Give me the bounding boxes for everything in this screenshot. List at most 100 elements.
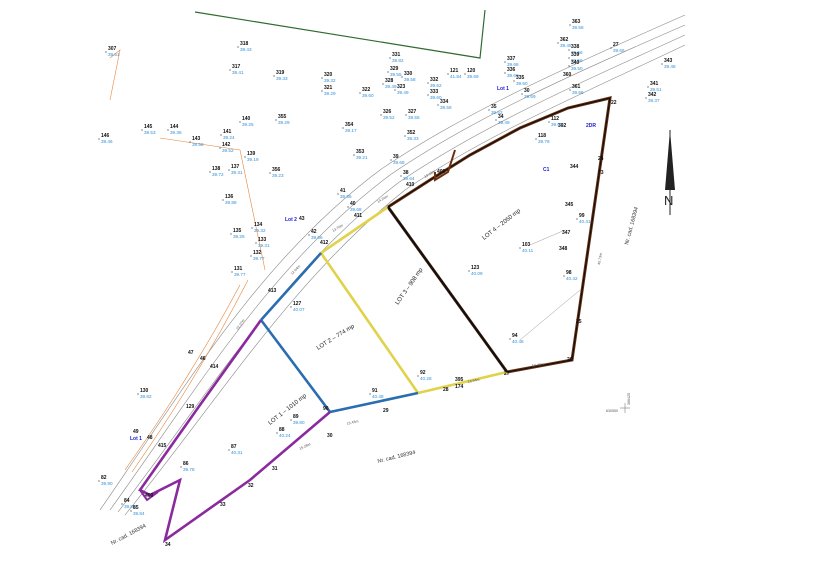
survey-point-marker <box>535 138 537 140</box>
survey-point-id: 92 <box>420 370 426 376</box>
vertex-46: 46 <box>200 356 206 362</box>
survey-point-id: 118 <box>538 133 546 139</box>
survey-point-elevation: 39.33 <box>407 136 419 141</box>
survey-point-marker <box>251 227 253 229</box>
survey-point-elevation: 39.64 <box>403 176 415 181</box>
survey-point-marker <box>427 82 429 84</box>
survey-point-id: 134 <box>254 222 263 228</box>
lot3-label: LOT 3 – 908 mp <box>395 267 425 306</box>
vertex-409: 409 <box>437 169 446 175</box>
survey-point-marker <box>568 57 570 59</box>
survey-point-elevation: 39.80 <box>293 420 305 425</box>
survey-point-elevation: 39.41 <box>232 70 244 75</box>
cadastral-right: Nr. cad. 168394 <box>624 206 640 245</box>
survey-point-elevation: 39.82 <box>140 394 152 399</box>
survey-point-elevation: 39.88 <box>225 200 237 205</box>
survey-point-elevation: 39.49 <box>498 120 510 125</box>
lot4-boundary <box>387 97 611 373</box>
vertex-28: 28 <box>443 387 449 393</box>
survey-point-marker <box>121 503 123 505</box>
survey-point-marker <box>417 375 419 377</box>
survey-point-marker <box>130 510 132 512</box>
survey-point-marker <box>228 169 230 171</box>
vertex-129: 129 <box>186 404 195 410</box>
survey-point-marker <box>290 306 292 308</box>
survey-point-elevation: 39.48 <box>664 64 676 69</box>
survey-point-marker <box>222 199 224 201</box>
survey-point-elevation: 39.69 <box>524 94 536 99</box>
survey-point-id: 112 <box>551 116 559 122</box>
survey-point-id: 121 <box>450 68 459 74</box>
survey-point-id: 332 <box>430 77 439 83</box>
survey-point-id: 140 <box>242 116 251 122</box>
survey-point-id: 327 <box>408 109 417 115</box>
svg-text:13.19m: 13.19m <box>424 169 436 178</box>
survey-point-marker <box>568 49 570 51</box>
survey-point-elevation: 39.24 <box>223 135 235 140</box>
survey-point-marker <box>468 270 470 272</box>
vertex-26: 26 <box>567 357 573 363</box>
survey-point-marker <box>610 47 612 49</box>
survey-point-marker <box>244 156 246 158</box>
survey-point-marker <box>308 234 310 236</box>
survey-point-id: 30 <box>524 88 530 94</box>
survey-point-marker <box>337 193 339 195</box>
lot4-label: LOT 4 – 2050 mp <box>482 208 523 242</box>
survey-point-elevation: 39.69 <box>467 74 479 79</box>
survey-point-marker <box>401 76 403 78</box>
survey-point-id: 133 <box>258 237 267 243</box>
survey-point-marker <box>404 135 406 137</box>
survey-point-elevation: 39.43 <box>240 47 252 52</box>
survey-point-marker <box>405 114 407 116</box>
survey-point-marker <box>276 432 278 434</box>
survey-point-id: 127 <box>293 301 302 307</box>
svg-text:13.48m: 13.48m <box>532 362 544 368</box>
survey-point-marker <box>387 71 389 73</box>
survey-point-id: 135 <box>233 228 242 234</box>
survey-point-elevation: 39.19 <box>247 157 259 162</box>
survey-point-elevation: 39.58 <box>192 142 204 147</box>
survey-point-marker <box>369 393 371 395</box>
survey-point-id: 99 <box>579 213 585 219</box>
survey-point-id: 94 <box>512 333 518 339</box>
survey-point-marker <box>353 154 355 156</box>
survey-point-elevation: 39.58 <box>440 105 452 110</box>
survey-point-elevation: 39.37 <box>648 98 660 103</box>
survey-point-elevation: 39.66 <box>311 235 323 240</box>
vertex-48: 48 <box>147 435 153 441</box>
lot2-blue-label: Lot 2 <box>285 217 297 223</box>
survey-point-id: 145 <box>144 124 153 130</box>
survey-point-elevation: 39.82 <box>392 58 404 63</box>
2dr-blue-label: 2DR <box>586 123 596 129</box>
svg-text:15.28m: 15.28m <box>299 442 312 451</box>
survey-point-marker <box>509 338 511 340</box>
svg-text:40.73m: 40.73m <box>597 253 603 266</box>
grid-y-label: 366425 <box>627 393 631 405</box>
survey-point-marker <box>98 480 100 482</box>
survey-point-marker <box>380 114 382 116</box>
survey-point-elevation: 39.60 <box>362 93 374 98</box>
